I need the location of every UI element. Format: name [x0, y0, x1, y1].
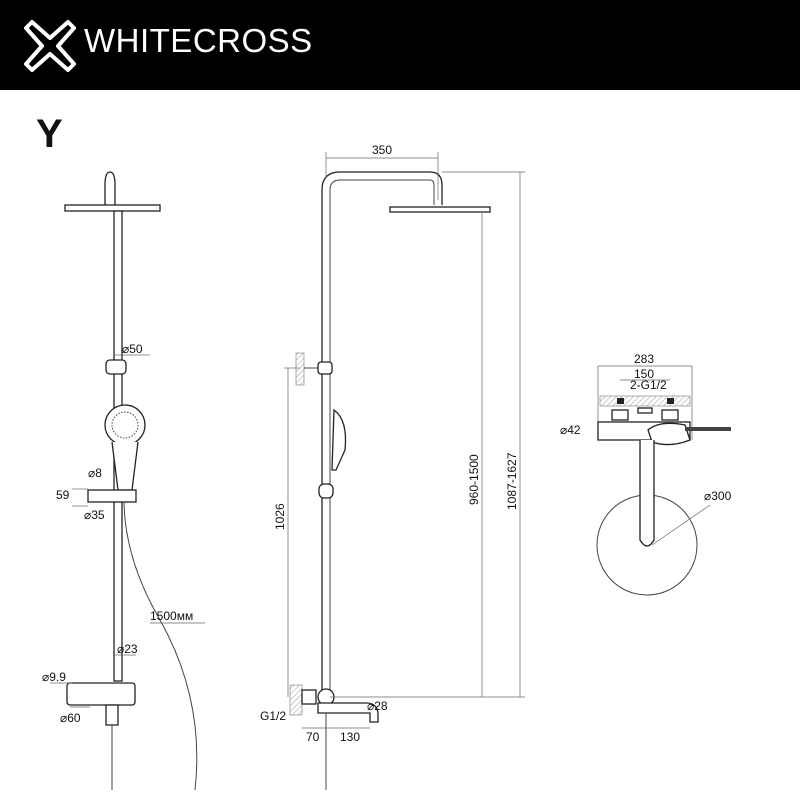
label-holder-dia: ⌀35	[84, 508, 105, 522]
label-mixer-small: ⌀9.9	[42, 670, 66, 684]
label-overall-width: 283	[634, 352, 654, 366]
label-rod-dia: ⌀23	[117, 642, 138, 656]
label-adjust-range: 960-1500	[467, 454, 481, 505]
brand-name: WHITECROSS	[84, 22, 313, 59]
label-head-dia: ⌀300	[704, 489, 732, 503]
side-view: 350 1026 960-1500 1087-1627 G1/2 ⌀28 70 …	[260, 143, 525, 790]
label-hose-length: 1500мм	[150, 609, 193, 623]
label-thread: G1/2	[260, 709, 286, 723]
label-center-distance: 150	[634, 367, 654, 381]
label-arm-length: 350	[372, 143, 392, 157]
front-view: ⌀50 ⌀8 59 ⌀35 1500мм ⌀23 ⌀9.9 ⌀60	[42, 171, 205, 791]
label-holder-height: 59	[56, 488, 70, 502]
top-view: 283 150 2-G1/2 ⌀42 ⌀300	[560, 352, 732, 596]
label-head-mount: ⌀50	[122, 342, 143, 356]
label-inlets: 2-G1/2	[630, 378, 667, 392]
label-bracket-height: 1026	[273, 503, 287, 530]
brand-header: WHITECROSS	[0, 0, 800, 90]
label-spout-length: 130	[340, 730, 360, 744]
label-wall-offset: 70	[306, 730, 320, 744]
label-holder-pin: ⌀8	[88, 466, 102, 480]
label-spout-dia: ⌀28	[367, 699, 388, 713]
model-title: Y	[36, 112, 63, 156]
label-mixer-dia: ⌀60	[60, 711, 81, 725]
label-body-dia: ⌀42	[560, 423, 581, 437]
cross-outline-logo-icon	[24, 20, 76, 72]
label-total-range: 1087-1627	[505, 452, 519, 510]
